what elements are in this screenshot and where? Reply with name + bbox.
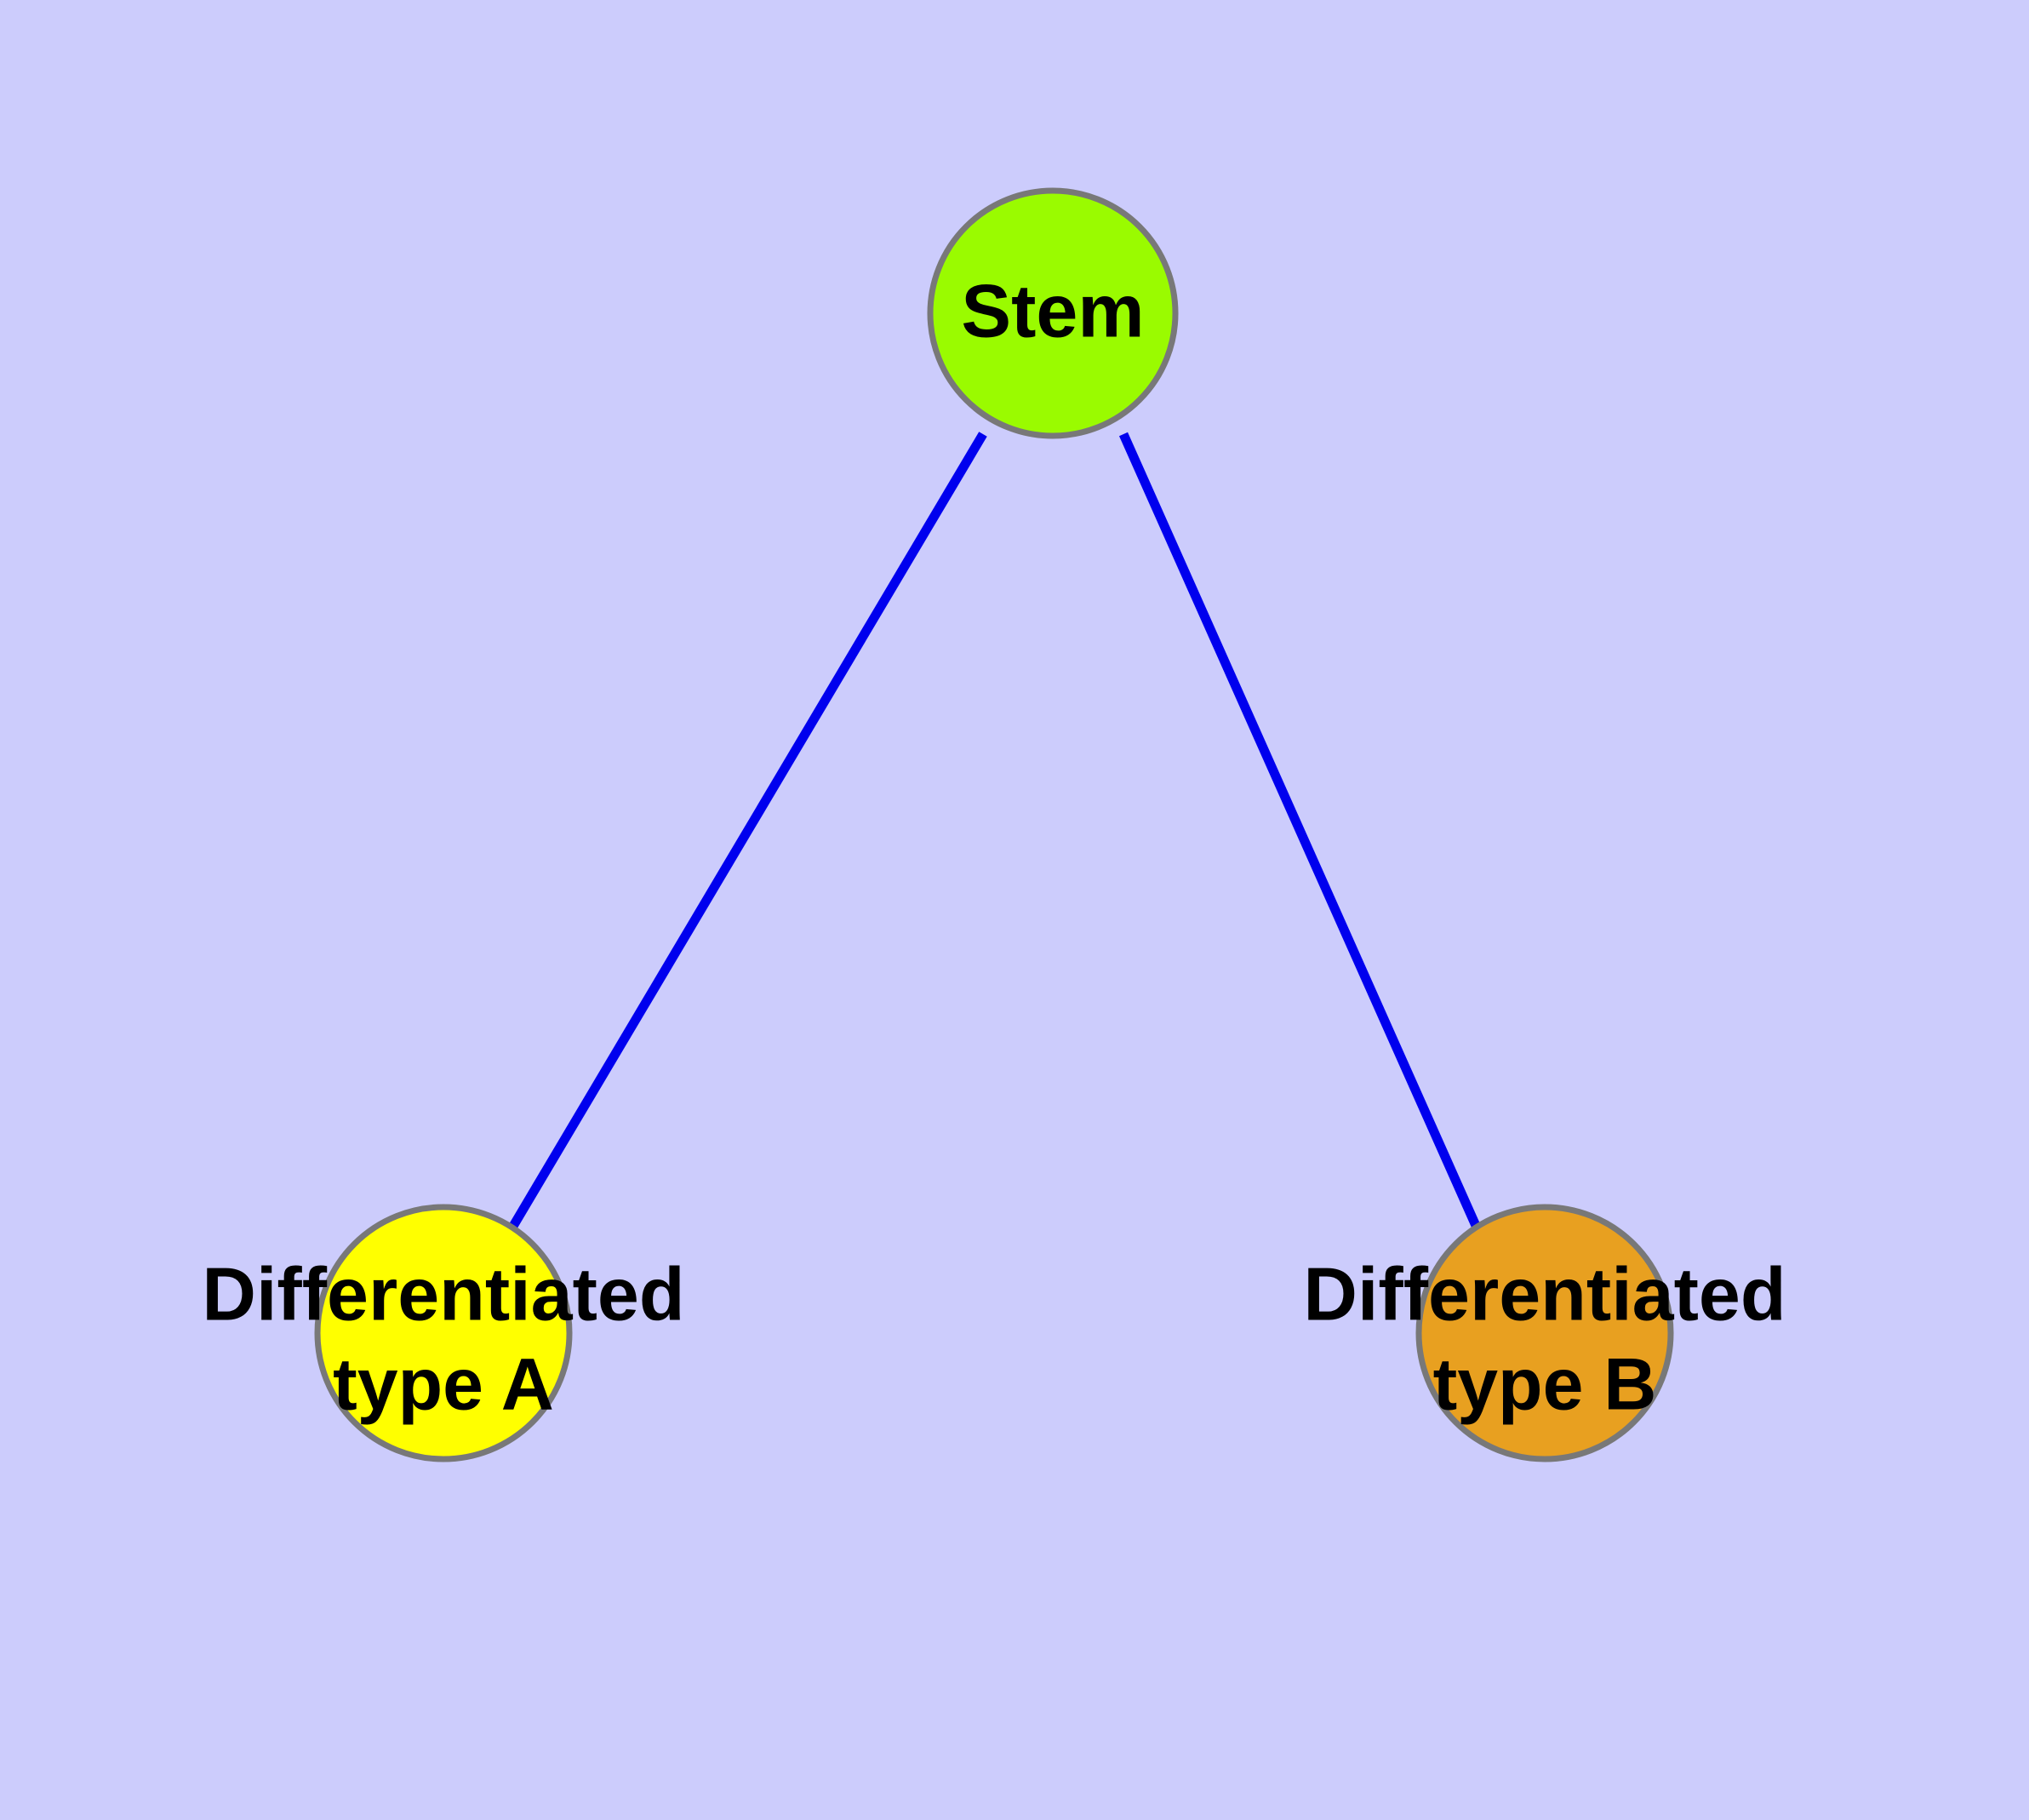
node-differentiated-type-a-circle[interactable] [314,1204,573,1462]
node-stem-label: Stem [961,268,1144,352]
node-differentiated-type-b-circle[interactable] [1415,1204,1674,1462]
edge-stem-to-differentiated-type-b[interactable] [1118,432,1482,1230]
node-differentiated-type-a[interactable]: Differentiated type A [202,1204,685,1462]
node-differentiated-type-a-label-line2: type A [333,1344,554,1426]
node-differentiated-type-b[interactable]: Differentiated type B [1303,1204,1786,1462]
edge-layer [508,432,1482,1230]
node-differentiated-type-b-label-line1: Differentiated [1303,1251,1786,1336]
node-stem[interactable]: Stem [927,187,1179,439]
node-stem-circle[interactable] [927,187,1179,439]
edge-stem-to-differentiated-type-a[interactable] [508,432,987,1230]
node-differentiated-type-a-label-line1: Differentiated [202,1251,684,1336]
node-differentiated-type-b-label-line2: type B [1433,1344,1657,1426]
